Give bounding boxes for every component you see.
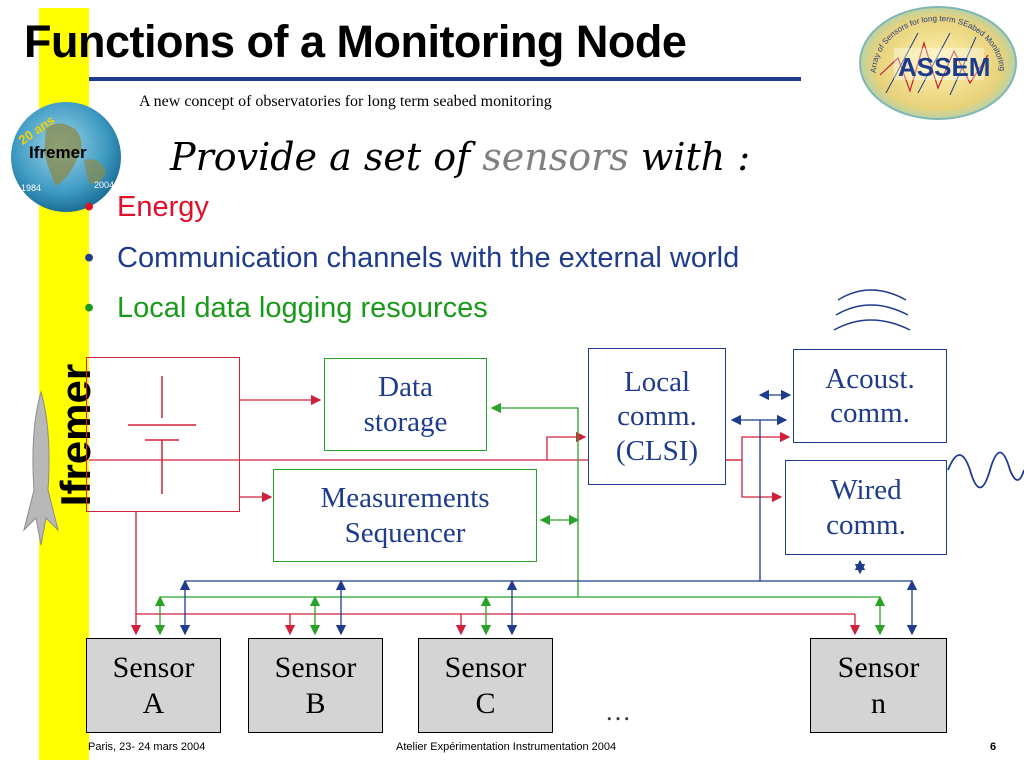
sensor-b-label-1: Sensor [274,651,357,685]
heading-text-2: with : [628,135,751,179]
wired-comm-label-2: comm. [826,508,906,541]
heading-text-1: Provide a set of [170,135,483,179]
data-storage-label-1: Data [378,371,433,404]
acoustic-comm-label-1: Acoust. [825,362,915,395]
ifremer-rocket-icon [23,390,59,546]
sensor-n-label-1: Sensor [837,651,920,685]
sensor-c-label-2: C [475,686,496,720]
data-lines [154,402,886,636]
acoustic-comm-label-2: comm. [830,397,910,429]
wired-comm-label-1: Wired [830,474,902,507]
assem-logo: Array of Sensors for long term SEabed Mo… [858,3,1017,120]
subtitle: A new concept of observatories for long … [139,93,552,110]
bullet-logging: •Local data logging resources [84,292,488,324]
power-supply-block [86,357,240,512]
sensor-c-label-1: Sensor [444,651,527,685]
ifremer-logo-name: Ifremer [29,143,87,162]
cable-wave-icon [947,451,1024,489]
sensor-n-label-2: n [870,686,886,720]
footer-date: Paris, 23- 24 mars 2004 [88,741,206,753]
data-storage-label-2: storage [363,405,448,438]
bullet-logging-text: Local data logging resources [117,292,488,324]
footer-event: Atelier Expérimentation Instrumentation … [396,741,617,753]
section-heading: Provide a set of sensors with : [170,135,750,179]
footer-page-number: 6 [990,741,997,753]
sequencer-label-1: Measurements [320,482,490,515]
sensor-a-label-2: A [142,686,165,720]
ifremer-logo: 20 ans Ifremer 1984 2004 [11,102,121,212]
sensor-a-label-1: Sensor [112,651,195,685]
more-sensors-ellipsis: … [605,697,631,726]
ifremer-logo-year-end: 2004 [94,180,114,190]
local-comm-label-3: (CLSI) [615,434,699,467]
bullet-communication: •Communication channels with the externa… [84,242,740,274]
sensor-b-label-2: B [305,686,326,720]
bullet-energy: •Energy [84,191,209,223]
assem-logo-name: ASSEM [898,52,990,82]
comm-lines [179,389,918,636]
local-comm-label-2: comm. [617,400,697,433]
bullet-communication-text: Communication channels with the external… [117,242,740,274]
page-title: Functions of a Monitoring Node [24,16,687,67]
local-comm-label-1: Local [623,366,690,399]
ifremer-logo-year-start: 1984 [21,183,41,193]
acoustic-comm-block: Acoust.comm. [793,349,947,443]
sequencer-label-2: Sequencer [344,516,466,549]
acoustic-waves-icon [833,289,911,331]
heading-sensors: sensors [482,135,629,179]
battery-icon [128,376,196,494]
title-underline [89,77,801,81]
bullet-energy-text: Energy [117,191,209,223]
